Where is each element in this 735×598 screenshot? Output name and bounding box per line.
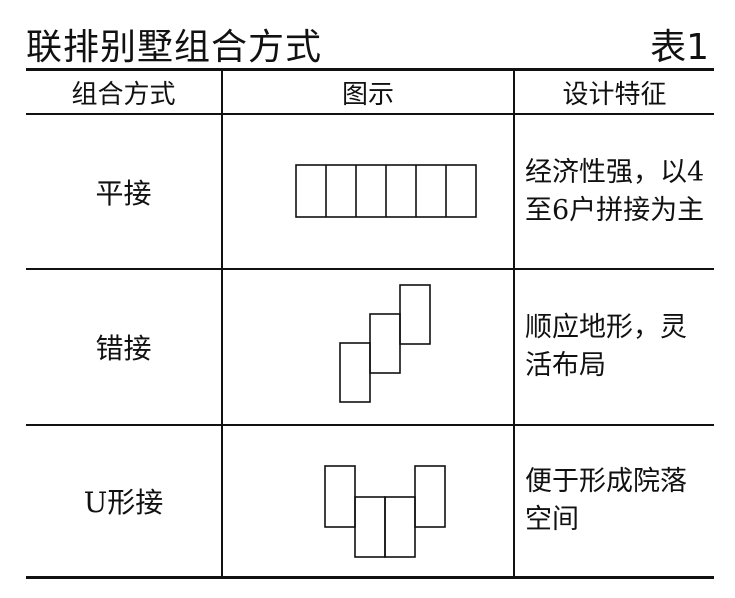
bottom-rule [26,576,714,579]
row-feature: 经济性强，以4至6户拼接为主 [525,156,705,226]
row-divider [26,424,714,426]
column-divider [221,71,223,576]
staggered-join-diagram [339,284,431,403]
row-feature: 顺应地形，灵活布局 [525,312,687,381]
row-divider [26,268,714,270]
table-number: 表1 [650,27,709,68]
table-title: 联排别墅组合方式 [26,27,323,68]
flat-join-diagram [295,164,477,218]
column-divider [513,71,515,576]
u-shape-join-diagram [324,465,446,558]
header-cell-method: 组合方式 [71,79,176,110]
header-cell-feature: 设计特征 [562,79,667,110]
header-cell-diagram: 图示 [341,79,394,110]
row-name: 错接 [95,332,152,365]
header-rule [26,113,714,115]
row-name: U形接 [83,486,164,519]
row-name: 平接 [95,176,152,210]
row-feature: 便于形成院落空间 [525,466,687,535]
top-rule [26,68,714,71]
